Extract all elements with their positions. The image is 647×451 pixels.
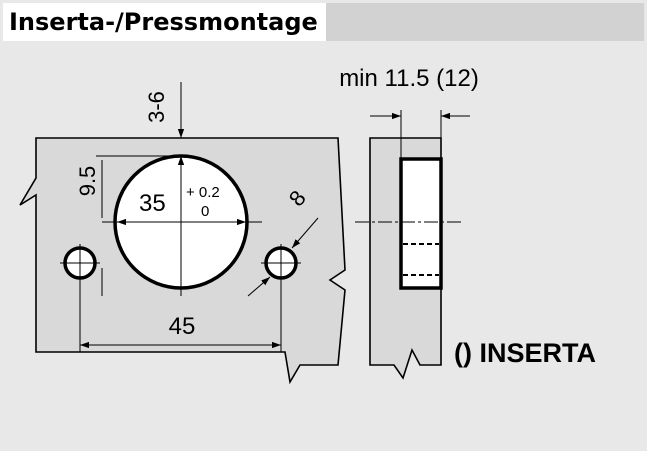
title-box: Inserta-/Pressmontage <box>3 3 326 41</box>
inserta-note: () INSERTA <box>454 338 596 368</box>
cup-offset-label: 9.5 <box>75 166 100 197</box>
hinge-cup-section <box>399 157 443 290</box>
cup-tolerance-minus: 0 <box>201 203 209 220</box>
edge-distance-label: 3-6 <box>144 91 169 123</box>
pin-diameter-dimension <box>247 217 319 297</box>
diagram-title: Inserta-/Pressmontage <box>9 8 318 36</box>
min-thickness-dimension <box>370 110 470 159</box>
pin-spacing-label: 45 <box>169 313 196 340</box>
cup-tolerance-plus: + 0.2 <box>186 184 220 201</box>
inserta-depth-lines <box>403 243 439 276</box>
cup-offset-dimension <box>96 155 181 296</box>
min-thickness-label: min 11.5 (12) <box>339 65 479 92</box>
cup-diameter-label: 35 <box>139 190 166 217</box>
